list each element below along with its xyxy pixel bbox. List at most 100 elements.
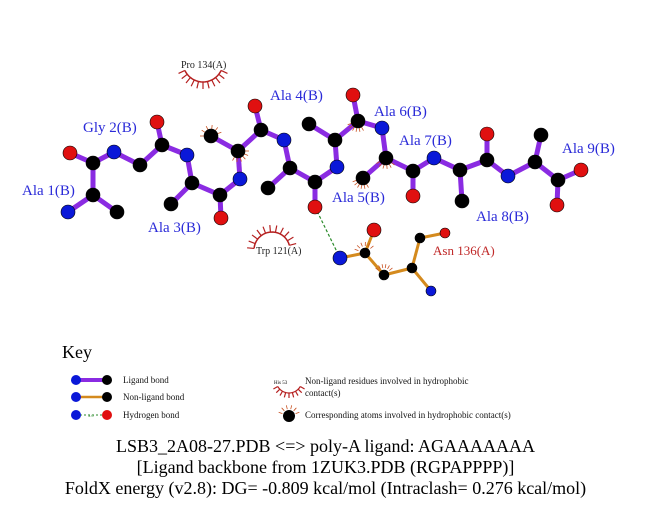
hydrophobic-atom-tick (355, 127, 358, 132)
label-ala4: Ala 4(B) (270, 88, 323, 104)
nitrogen-atom (332, 250, 348, 266)
hydrophobic-atom-tick (352, 126, 355, 131)
key-c-atom (102, 392, 112, 402)
hydrophobic-atom-tick (387, 265, 390, 270)
caption-line1: LSB3_2A08-27.PDB <=> poly-A ligand: AGAA… (116, 436, 535, 456)
hydrophobic-atom-tick (205, 125, 209, 130)
hydrophobic-spoke (215, 77, 221, 84)
hydrophobic-atom-tick (376, 161, 381, 164)
hydrophobic-spoke (269, 225, 272, 233)
label-asn136: Asn 136(A) (433, 243, 495, 258)
key-hydrogen-bond: Hydrogen bond (123, 410, 180, 420)
key-nonligand-bond: Non-ligand bond (123, 392, 185, 402)
hydrophobic-atom-tick (239, 157, 242, 162)
hydrophobic-spoke (289, 242, 297, 246)
hydrophobic-atom-tick (357, 183, 360, 188)
carbon-atom (550, 172, 566, 188)
oxygen-atom (439, 227, 451, 239)
carbon-atom (154, 137, 170, 153)
hydrophobic-spoke (275, 388, 281, 394)
oxygen-atom (573, 162, 589, 178)
key-nonligand-residues-2: contact(s) (305, 388, 340, 398)
oxygen-atom (405, 188, 421, 204)
key-n-atom (71, 410, 81, 420)
hydrophobic-atom-tick (352, 180, 357, 183)
hydrophobic-atom-tick (278, 411, 283, 414)
key-corresponding-atoms: Corresponding atoms involved in hydropho… (305, 410, 511, 420)
oxygen-atom (149, 114, 165, 130)
hydrogen-bond (314, 206, 341, 259)
key-n-atom (71, 375, 81, 385)
hydrophobic-atom-tick (389, 267, 393, 271)
hydrophobic-spoke (279, 390, 284, 396)
carbon-atom (527, 154, 543, 170)
hydrophobic-atom-tick (295, 411, 300, 414)
key-hbond-length: 3.0 (88, 413, 94, 418)
carbon-atom (355, 170, 371, 186)
hydrophobic-spoke (273, 385, 279, 390)
key-c-atom (102, 375, 112, 385)
hydrophobic-spoke (248, 240, 256, 245)
label-ala8: Ala 8(B) (476, 209, 529, 225)
hydrophobic-spoke (251, 234, 258, 240)
hydrophobic-spoke (178, 69, 186, 74)
carbon-atom (406, 262, 418, 274)
hydrophobic-atom-tick (366, 183, 369, 188)
hydrophobic-atom-tick (358, 127, 361, 132)
oxygen-atom (366, 222, 382, 238)
nitrogen-atom (425, 285, 437, 297)
hydrophobic-atom-tick (367, 242, 371, 247)
carbon-atom (452, 162, 468, 178)
hydrophobic-atom-tick (356, 245, 361, 249)
key: Key Ligand bond Non-ligand bond 3.0 Hydr… (62, 342, 511, 422)
hydrophobic-atom-tick (354, 182, 358, 186)
carbon-atom (378, 269, 390, 281)
carbon-atom (85, 187, 101, 203)
nitrogen-atom (329, 159, 345, 175)
carbon-atom (307, 174, 323, 190)
hydrophobic-spoke (294, 390, 299, 396)
carbon-atom (184, 175, 200, 191)
hydrophobic-spoke (185, 77, 191, 84)
hydrophobic-atom-tick (363, 184, 366, 189)
carbon-atom (253, 122, 269, 138)
key-o-atom (102, 410, 112, 420)
hydrophobic-spoke (287, 236, 294, 242)
hydrophobic-atom-tick (242, 155, 246, 160)
hydrophobic-atom-tick (347, 123, 352, 126)
carbon-atom (163, 196, 179, 212)
hydrophobic-spoke (247, 247, 255, 250)
hydrophobic-atom-tick (214, 127, 219, 131)
oxygen-atom (213, 210, 229, 226)
hydrophobic-atom-tick (290, 405, 293, 410)
nitrogen-atom (500, 168, 516, 184)
hydrophobic-atom-tick (349, 125, 353, 129)
nitrogen-atom (179, 147, 195, 163)
key-ligand-bond: Ligand bond (123, 375, 169, 385)
hydrophobic-atom-tick (244, 153, 249, 156)
oxygen-atom (247, 98, 263, 114)
hydrophobic-atom-tick (391, 162, 395, 166)
hydrophobic-atom-tick (375, 267, 379, 271)
carbon-atom (301, 116, 317, 132)
label-ala1: Ala 1(B) (22, 183, 75, 199)
carbon-atom (414, 232, 426, 244)
hydrophobic-spoke (283, 392, 287, 398)
hydrophobic-spoke (218, 73, 225, 80)
nitrogen-atom (60, 204, 76, 220)
hydrophobic-atom-tick (354, 248, 359, 251)
hydrophobic-arc (184, 70, 222, 83)
hydrophobic-atom-tick (384, 264, 387, 269)
oxygen-atom (307, 199, 323, 215)
hydrophobic-atom-tick (381, 264, 384, 269)
hydrophobic-atom-tick (285, 405, 288, 410)
hydrophobic-spoke (181, 73, 188, 80)
oxygen-atom (549, 197, 565, 213)
carbon-atom (260, 180, 276, 196)
caption-line3: FoldX energy (v2.8): DG= -0.809 kcal/mol… (64, 478, 587, 498)
key-nonligand-residues: Non-ligand residues involved in hydropho… (305, 376, 468, 386)
hydrophobic-spoke (291, 392, 295, 398)
hydrophobic-atom-tick (388, 163, 392, 168)
